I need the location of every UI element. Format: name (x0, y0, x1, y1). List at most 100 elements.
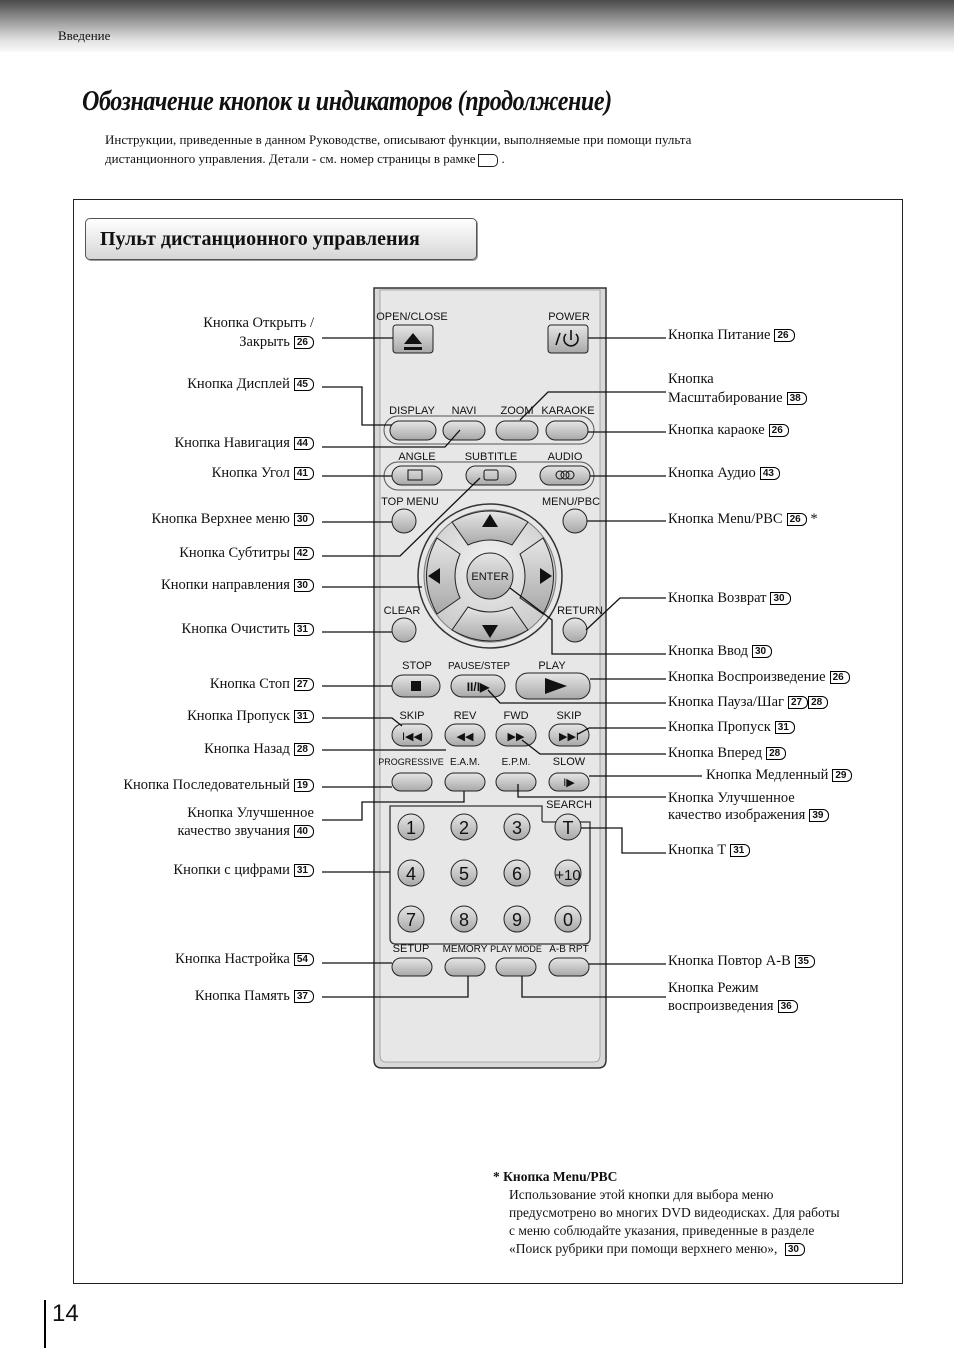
page-ref: 30 (784, 1243, 805, 1257)
label-open-close-1: Кнопка Открыть / (203, 315, 314, 331)
pause-step-label: PAUSE/STEP (448, 661, 510, 672)
eam-label: E.A.M. (450, 757, 480, 768)
audio-label: AUDIO (548, 451, 583, 463)
digit-9: 9 (512, 910, 522, 930)
digit-0: 0 (563, 910, 573, 930)
angle-button (391, 465, 443, 486)
open-close-label: OPEN/CLOSE (376, 311, 448, 323)
intro-line-2-end: . (501, 151, 505, 166)
page-ref: 35 (794, 955, 815, 969)
karaoke-button (545, 420, 589, 441)
menu-pbc-button (562, 508, 588, 534)
page-ref: 45 (293, 378, 314, 392)
skip-forward-button (548, 723, 590, 747)
intro-line-2-text: дистанционного управления. Детали - см. … (105, 151, 476, 166)
play-label: PLAY (538, 660, 566, 672)
skip-back-button (391, 723, 433, 747)
audio-button (539, 465, 591, 486)
digit-8: 8 (459, 910, 469, 930)
footnote-line: предусмотрено во многих DVD видеодисках.… (509, 1205, 840, 1220)
digit-t: T (563, 818, 574, 838)
header-bar (0, 0, 954, 52)
camera-icon (407, 469, 423, 481)
page-ref: 26 (786, 513, 807, 527)
page-ref: 42 (293, 547, 314, 561)
page-ref: 41 (293, 467, 314, 481)
page-ref: 26 (774, 329, 795, 343)
intro-line-2: дистанционного управления. Детали - см. … (105, 149, 865, 168)
label-zoom-1: Кнопка (668, 371, 714, 387)
digit-6: 6 (512, 864, 522, 884)
ab-repeat-label: A-B RPT (549, 944, 588, 955)
down-button (451, 606, 529, 642)
page-ref: 44 (293, 437, 314, 451)
svg-text:▶▶I: ▶▶I (559, 731, 579, 743)
clear-button (391, 617, 417, 643)
footnote-heading: * Кнопка Menu/PBC (493, 1169, 618, 1184)
slow-label: SLOW (553, 756, 586, 768)
right-button (519, 537, 554, 615)
page-ref: 26 (768, 424, 789, 438)
digit-3: 3 (512, 818, 522, 838)
page-number-bar (44, 1300, 46, 1348)
page-ref: 28 (808, 696, 829, 710)
power-icon (555, 330, 579, 347)
page-ref: 28 (766, 747, 787, 761)
page-ref: 31 (293, 864, 314, 878)
zoom-button (495, 420, 539, 441)
page-frame-icon (478, 153, 499, 167)
page-ref: 31 (293, 710, 314, 724)
skip-back-label: SKIP (399, 710, 424, 722)
remote-section-title: Пульт дистанционного управления (85, 218, 477, 260)
page-ref: 27 (787, 696, 809, 710)
subtitle-icon (483, 469, 499, 481)
page-ref: 29 (832, 769, 853, 783)
content-frame (73, 199, 903, 1284)
page-ref: 30 (293, 579, 314, 593)
svg-text:I◀◀: I◀◀ (402, 731, 423, 743)
footnote-line: Использование этой кнопки для выбора мен… (509, 1187, 774, 1202)
page-ref: 30 (751, 645, 773, 659)
page-title: Обозначение кнопок и индикаторов (продол… (82, 86, 612, 117)
footnote: * Кнопка Menu/PBC Использование этой кно… (493, 1168, 893, 1258)
svg-text:II/I▶: II/I▶ (467, 680, 490, 694)
page-ref: 40 (293, 825, 314, 839)
slow-button (548, 772, 590, 792)
search-label: SEARCH (546, 799, 592, 811)
karaoke-label: KARAOKE (541, 405, 594, 417)
memory-button (444, 957, 486, 977)
digit-4: 4 (406, 864, 416, 884)
page-ref: 37 (293, 990, 314, 1004)
digit-1: 1 (406, 818, 416, 838)
label-epm-1: Кнопка Улучшенное (668, 790, 795, 806)
skip-forward-label: SKIP (556, 710, 581, 722)
page-ref: 27 (293, 678, 314, 692)
section-name: Введение (58, 28, 111, 43)
number-keys (397, 813, 582, 933)
page-number: 14 (52, 1300, 79, 1327)
left-button (426, 537, 461, 615)
setup-button (391, 957, 433, 977)
page-ref: 36 (777, 1000, 798, 1014)
progressive-button (391, 772, 433, 792)
progressive-label: PROGRESSIVE (378, 757, 444, 767)
play-mode-button (495, 957, 537, 977)
page-ref: 26 (829, 671, 850, 685)
fwd-label: FWD (503, 710, 528, 722)
page-ref: 54 (293, 953, 314, 967)
